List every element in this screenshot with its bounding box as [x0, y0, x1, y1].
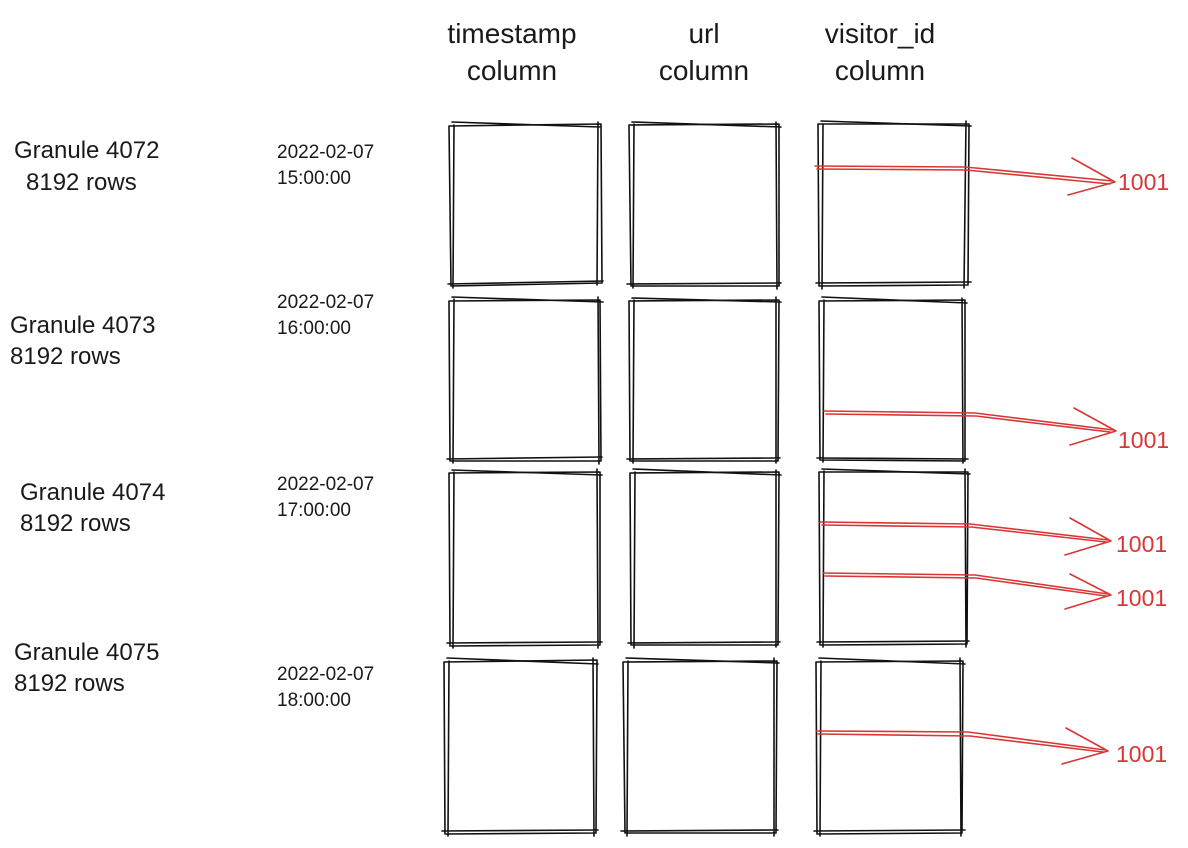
granule-4073-visitor-id-block [816, 296, 969, 464]
match-value-granule-4075: 1001 [1116, 741, 1167, 767]
column-header-visitor-id-line2: column [835, 55, 925, 86]
match-values: 1001 1001 1001 1001 1001 [1116, 169, 1169, 767]
column-header-url-line2: column [659, 55, 749, 86]
granule-4073-name: Granule 4073 [10, 312, 155, 339]
granule-4075-timestamp-block [441, 657, 599, 837]
match-value-granule-4074-a: 1001 [1116, 531, 1167, 557]
granule-4072-timestamp-date: 2022-02-07 [277, 142, 374, 163]
match-arrows [814, 157, 1117, 765]
granule-4074-timestamp-block [446, 468, 603, 649]
granule-4075-url-block [620, 657, 780, 837]
granule-4072-visitor-id-block [815, 120, 972, 290]
column-headers: timestamp column url column visitor_id c… [447, 18, 935, 86]
match-arrow-granule-4075 [815, 727, 1109, 765]
granule-4073-timestamp-date: 2022-02-07 [277, 292, 374, 313]
column-header-timestamp-line1: timestamp [447, 18, 576, 49]
granule-4073-timestamp-block [446, 296, 604, 465]
timestamp-values: 2022-02-07 15:00:00 2022-02-07 16:00:00 … [277, 142, 374, 711]
column-header-url-line1: url [688, 18, 719, 49]
granule-4075-timestamp-date: 2022-02-07 [277, 664, 374, 685]
granule-4075-rows: 8192 rows [14, 670, 125, 697]
granule-4074-rows: 8192 rows [20, 510, 131, 537]
granule-4072-timestamp-block [447, 121, 604, 289]
granule-4073-rows: 8192 rows [10, 343, 121, 370]
granule-4072-url-block [626, 121, 782, 290]
granule-4075-visitor-id-block [813, 657, 966, 837]
match-value-granule-4073: 1001 [1118, 427, 1169, 453]
granule-4074-name: Granule 4074 [20, 479, 165, 506]
granule-labels: Granule 4072 8192 rows Granule 4073 8192… [10, 137, 165, 697]
granule-4073-url-block [626, 296, 782, 464]
granule-4074-url-block [627, 468, 782, 649]
granule-4072-rows: 8192 rows [26, 169, 137, 196]
granule-4074-timestamp-date: 2022-02-07 [277, 474, 374, 495]
granule-4072-timestamp-time: 15:00:00 [277, 168, 351, 189]
match-value-granule-4074-b: 1001 [1116, 585, 1167, 611]
match-arrow-granule-4074-b [822, 572, 1112, 610]
match-value-granule-4072: 1001 [1118, 169, 1169, 195]
granule-4075-blocks [441, 657, 966, 837]
match-arrow-granule-4073 [823, 407, 1117, 446]
granule-4074-timestamp-time: 17:00:00 [277, 500, 351, 521]
granule-4073-blocks [446, 296, 969, 465]
column-header-visitor-id-line1: visitor_id [825, 18, 935, 49]
granule-4072-blocks [447, 120, 972, 290]
match-arrow-granule-4072 [814, 157, 1116, 196]
column-header-timestamp-line2: column [467, 55, 557, 86]
granule-4073-timestamp-time: 16:00:00 [277, 318, 351, 339]
match-arrow-granule-4074-a [819, 517, 1112, 556]
granule-4075-name: Granule 4075 [14, 639, 159, 666]
granule-4075-timestamp-time: 18:00:00 [277, 690, 351, 711]
granule-4074-blocks [446, 468, 971, 649]
granule-4074-visitor-id-block [816, 468, 971, 648]
granule-4072-name: Granule 4072 [14, 137, 159, 164]
